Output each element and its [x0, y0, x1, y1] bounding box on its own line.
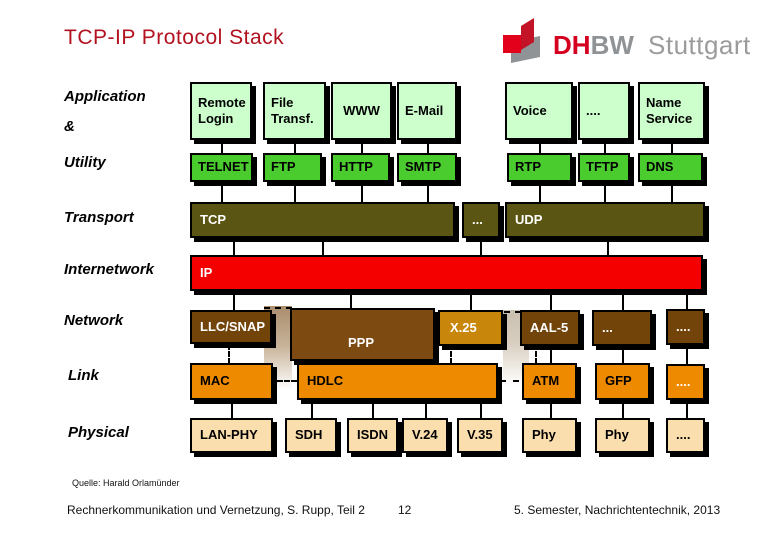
box-isdn: ISDN [347, 418, 398, 453]
connector-line [604, 138, 606, 154]
box-lan-phy: LAN-PHY [190, 418, 273, 453]
page-number: 12 [398, 503, 412, 517]
dashed-connector [535, 344, 537, 364]
connector-line [372, 398, 374, 420]
dashed-connector [500, 380, 519, 382]
box-http: HTTP [331, 153, 390, 182]
footer-source: Quelle: Harald Orlamünder [72, 478, 180, 488]
dashed-connector [504, 311, 521, 313]
box-hdlc: HDLC [297, 363, 498, 400]
connector-line [427, 180, 429, 204]
connector-line [233, 236, 235, 257]
box-network-dots3: ... [592, 310, 652, 346]
box-ppp: PPP [290, 308, 435, 361]
box-atm: ATM [522, 363, 577, 400]
dashed-connector [264, 307, 292, 309]
box-tftp: TFTP [578, 153, 630, 182]
connector-line [480, 398, 482, 420]
connector-line [361, 138, 363, 154]
connector-line [311, 398, 313, 420]
box-rtp: RTP [507, 153, 572, 182]
layer-label-link: Link [68, 367, 99, 384]
box-phy-gfp: Phy [595, 418, 650, 453]
connector-line [671, 138, 673, 154]
connector-line [671, 180, 673, 204]
box-x25: X.25 [438, 310, 503, 346]
connector-line [550, 289, 552, 312]
connector-line [550, 398, 552, 420]
box-remote-login: Remote Login [190, 82, 252, 140]
box-name-service: Name Service [638, 82, 705, 140]
connector-line [350, 289, 352, 312]
box-link-dots: .... [666, 364, 705, 400]
box-tcp: TCP [190, 202, 455, 238]
connector-line [294, 138, 296, 154]
logo-bw: BW [590, 30, 634, 60]
box-ftp: FTP [263, 153, 322, 182]
box-llc-snap: LLC/SNAP [190, 310, 272, 344]
box-dns: DNS [638, 153, 703, 182]
logo-city: Stuttgart [648, 30, 751, 60]
connector-line [539, 138, 541, 154]
connector-line [686, 398, 688, 420]
connector-line [221, 180, 223, 204]
layer-label-transport: Transport [64, 209, 134, 226]
connector-line [427, 138, 429, 154]
layer-label-network: Network [64, 312, 124, 329]
layer-label-internetwork: Internetwork [64, 261, 155, 278]
box-gfp: GFP [595, 363, 650, 400]
dashed-connector [228, 344, 230, 364]
connector-line [233, 289, 235, 312]
layer-label-ampersand: & [64, 118, 75, 135]
box-transport-dots: ... [462, 202, 500, 238]
layer-label-utility: Utility [64, 154, 106, 171]
box-telnet: TELNET [190, 153, 253, 182]
connector-line [686, 289, 688, 312]
layer-label-application: Application [64, 88, 146, 105]
connector-line [425, 398, 427, 420]
box-www: WWW [331, 82, 392, 140]
box-mac: MAC [190, 363, 273, 400]
connector-line [622, 398, 624, 420]
connector-line [322, 236, 324, 257]
box-smtp: SMTP [397, 153, 457, 182]
connector-line [607, 236, 609, 257]
connector-line [231, 398, 233, 420]
connector-line [550, 344, 552, 365]
dhbw-logo-icon [501, 14, 545, 69]
connector-line [686, 344, 688, 365]
box-voice: Voice [505, 82, 573, 140]
dashed-connector [450, 344, 452, 364]
box-email: E-Mail [397, 82, 457, 140]
box-udp: UDP [505, 202, 705, 238]
footer-semester: 5. Semester, Nachrichtentechnik, 2013 [514, 503, 721, 517]
box-application-dots: .... [578, 82, 630, 140]
connector-line [470, 289, 472, 312]
dhbw-logo-text: DHBW [553, 30, 634, 61]
box-aal5: AAL-5 [520, 310, 580, 346]
box-v35: V.35 [457, 418, 503, 453]
connector-line [604, 180, 606, 204]
connector-line [539, 180, 541, 204]
layer-label-physical: Physical [68, 424, 129, 441]
connector-line [294, 180, 296, 204]
dashed-connector [277, 380, 297, 382]
box-network-dots4: .... [666, 309, 705, 345]
connector-line [480, 236, 482, 257]
box-file-transf: File Transf. [263, 82, 326, 140]
box-v24: V.24 [402, 418, 448, 453]
page-title: TCP-IP Protocol Stack [64, 26, 285, 49]
box-sdh: SDH [285, 418, 337, 453]
connector-line [622, 344, 624, 365]
logo-dh: DH [553, 30, 591, 60]
connector-line [361, 180, 363, 204]
footer-course: Rechnerkommunikation und Vernetzung, S. … [67, 503, 365, 517]
connector-line [221, 138, 223, 154]
connector-line [622, 289, 624, 312]
box-ip: IP [190, 255, 703, 291]
box-physical-dots: .... [666, 418, 705, 453]
box-phy-atm: Phy [522, 418, 577, 453]
